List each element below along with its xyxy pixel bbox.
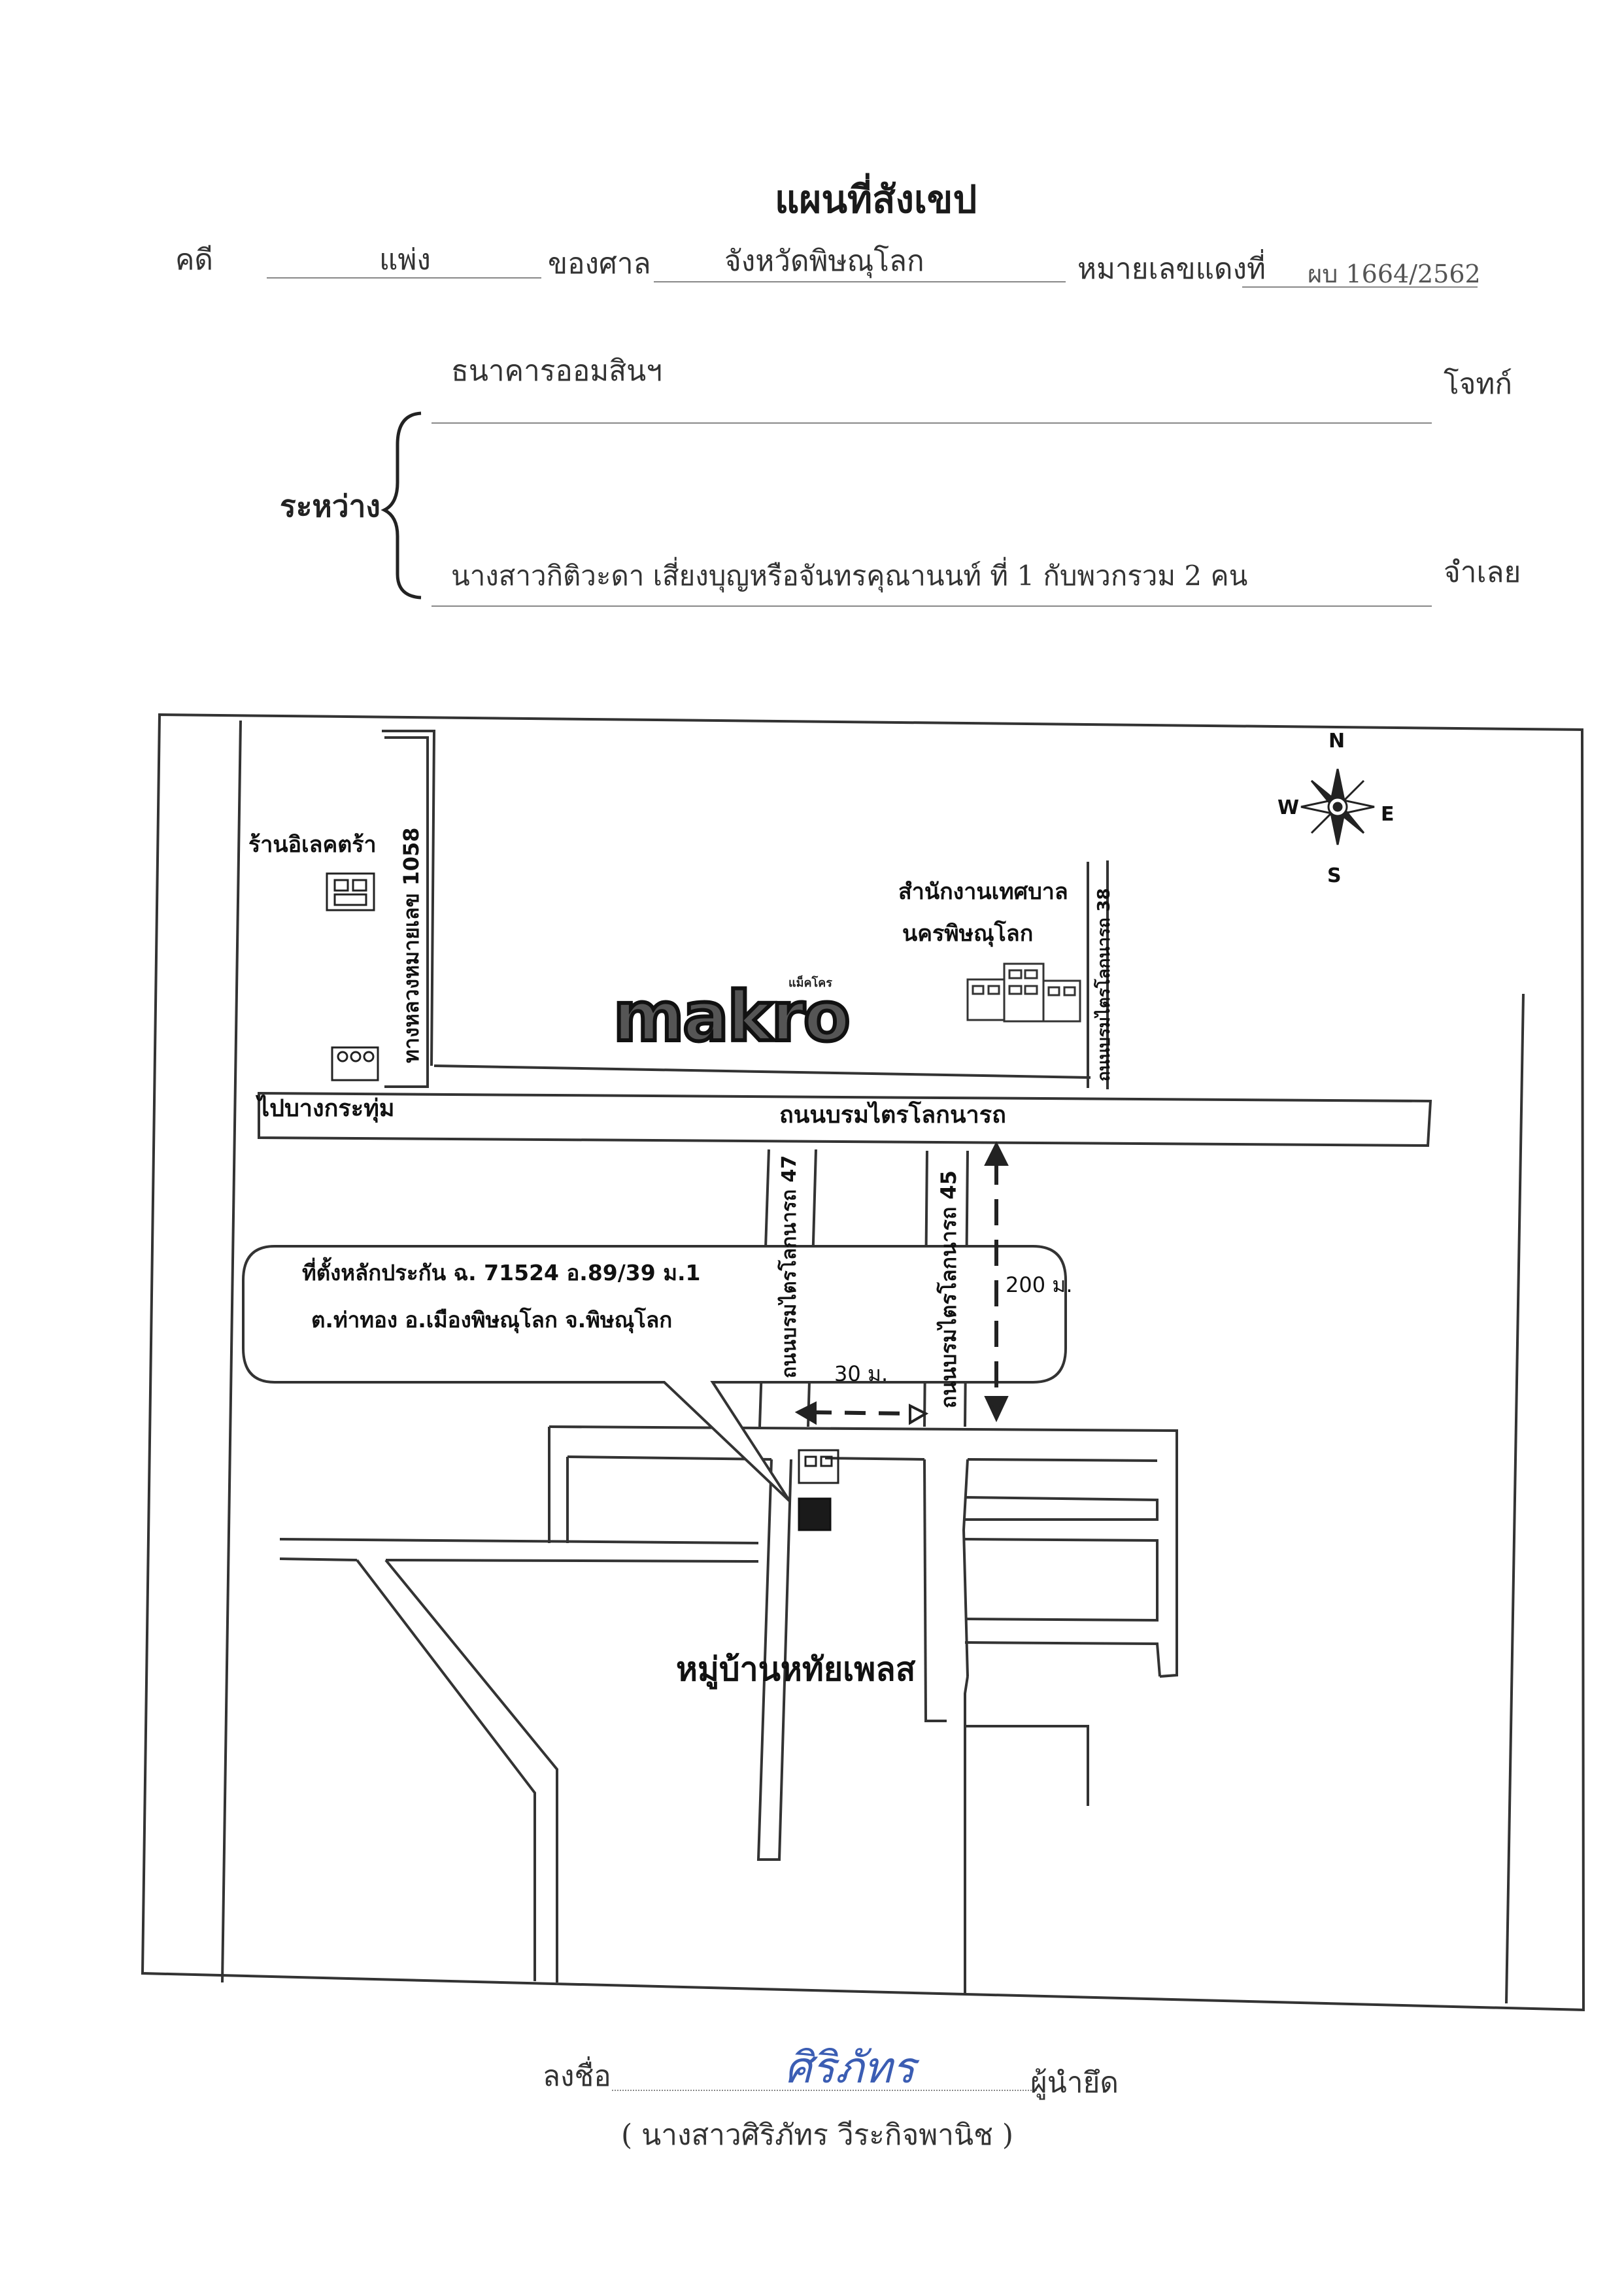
main-road <box>258 1091 1432 1148</box>
red-number-value: ผบ 1664/2562 <box>1308 260 1481 288</box>
plaintiff-role: โจทก์ <box>1444 367 1513 401</box>
lower-road-2 <box>567 1455 772 1461</box>
village-road-b <box>923 1459 927 1720</box>
makro-building-icon <box>966 962 1081 1023</box>
compass-rose <box>1300 768 1375 845</box>
distance-30-arrow <box>794 1401 929 1425</box>
distance-200-label: 200 ม. <box>1006 1272 1073 1297</box>
diagonal-road-2 <box>384 1559 558 1982</box>
municipal-office-label-1: สำนักงานเทศบาล <box>898 879 1068 905</box>
highway-road <box>384 736 429 1088</box>
sign-label: ลงชื่อ <box>543 2060 611 2093</box>
east-road-down <box>964 1676 969 1994</box>
village-label: หมู่บ้านหทัยเพลส <box>676 1650 916 1688</box>
to-bang-krathum-label: ไปบางกระทุ่ม <box>258 1095 395 1122</box>
makro-top <box>433 1064 1091 1079</box>
court-value: จังหวัดพิษณุโลก <box>724 245 924 278</box>
compass-e-label: E <box>1381 803 1395 826</box>
red-number-underline <box>1242 286 1478 288</box>
signature-handwriting: ศิริภัทร <box>785 2043 915 2093</box>
cross-road-west-2 <box>279 1557 759 1563</box>
signer-role: ผู้นำยึด <box>1030 2066 1119 2100</box>
east-block-3 <box>964 1641 1161 1677</box>
diagonal-road <box>356 1559 536 1981</box>
defendant-role: จำเลย <box>1444 556 1521 589</box>
traffic-light-icon <box>331 1046 379 1081</box>
map-frame <box>141 713 1585 2012</box>
map-inner-boundary-right <box>1505 993 1525 2004</box>
electra-shop-icon <box>326 872 375 911</box>
callout-line-2: ต.ท่าทอง อ.เมืองพิษณุโลก จ.พิษณุโลก <box>311 1307 673 1333</box>
map-inner-boundary <box>221 720 242 1983</box>
collateral-location-marker <box>798 1497 832 1531</box>
compass-w-label: W <box>1277 796 1300 819</box>
callout-line-1: ที่ตั้งหลักประกัน ฉ. 71524 อ.89/39 ม.1 <box>302 1260 701 1285</box>
east-block-2 <box>964 1538 1159 1622</box>
compass-n-label: N <box>1328 730 1345 753</box>
makro-block <box>382 730 436 1066</box>
court-underline <box>654 281 1066 282</box>
village-road-a <box>756 1459 792 1861</box>
case-type-label: คดี <box>175 243 214 277</box>
lower-road-4 <box>967 1458 1158 1462</box>
makro-logo-label: makro <box>611 975 852 1059</box>
court-label: ของศาล <box>548 247 651 280</box>
between-brace <box>381 411 422 600</box>
case-type-value: แพ่ง <box>379 243 431 277</box>
distance-30-label: 30 ม. <box>834 1361 888 1386</box>
makro-small-label: แม็คโคร <box>788 976 832 990</box>
case-type-underline <box>267 277 541 279</box>
east-road-down-2 <box>965 1725 1089 1806</box>
soi-45-label: ถนนบรมไตรโลกนารถ 45 <box>936 1170 961 1408</box>
signature-underline <box>612 2090 1037 2091</box>
village-road-c <box>962 1459 969 1677</box>
collateral-house-icon <box>798 1449 839 1484</box>
plaintiff-underline <box>431 422 1432 424</box>
signer-printed-name: ( นางสาวศิริภัทร วีระกิจพานิช ) <box>621 2118 1014 2152</box>
defendant-underline <box>431 605 1432 607</box>
municipal-office-label-2: นครพิษณุโลก <box>902 921 1034 947</box>
callout-bubble <box>242 1245 1067 1503</box>
lower-road <box>549 1425 1178 1459</box>
soi-38-label: ถนนบรมไตรโลกนารถ 38 <box>1094 888 1114 1081</box>
lower-road-3 <box>824 1457 925 1461</box>
document-title: แผนที่สังเขป <box>775 177 977 222</box>
compass-s-label: S <box>1327 864 1342 887</box>
electra-shop-label: ร้านอิเลคตร้า <box>248 832 377 858</box>
red-number-label: หมายเลขแดงที่ <box>1077 252 1266 286</box>
main-road-label: ถนนบรมไตรโลกนารถ <box>779 1102 1006 1129</box>
east-block-1 <box>964 1496 1159 1521</box>
highway-label: ทางหลวงหมายเลข 1058 <box>399 827 424 1063</box>
east-block-4 <box>1159 1459 1178 1678</box>
distance-200-arrow <box>984 1141 1009 1423</box>
defendant-name: นางสาวกิติวะดา เสี่ยงบุญหรือจันทรคุณานนท… <box>451 560 1248 592</box>
cross-road-west <box>279 1538 759 1544</box>
between-label: ระหว่าง <box>280 488 381 524</box>
plaintiff-name: ธนาคารออมสินฯ <box>451 354 662 388</box>
soi-47-label: ถนนบรมไตรโลกนารถ 47 <box>778 1155 801 1378</box>
